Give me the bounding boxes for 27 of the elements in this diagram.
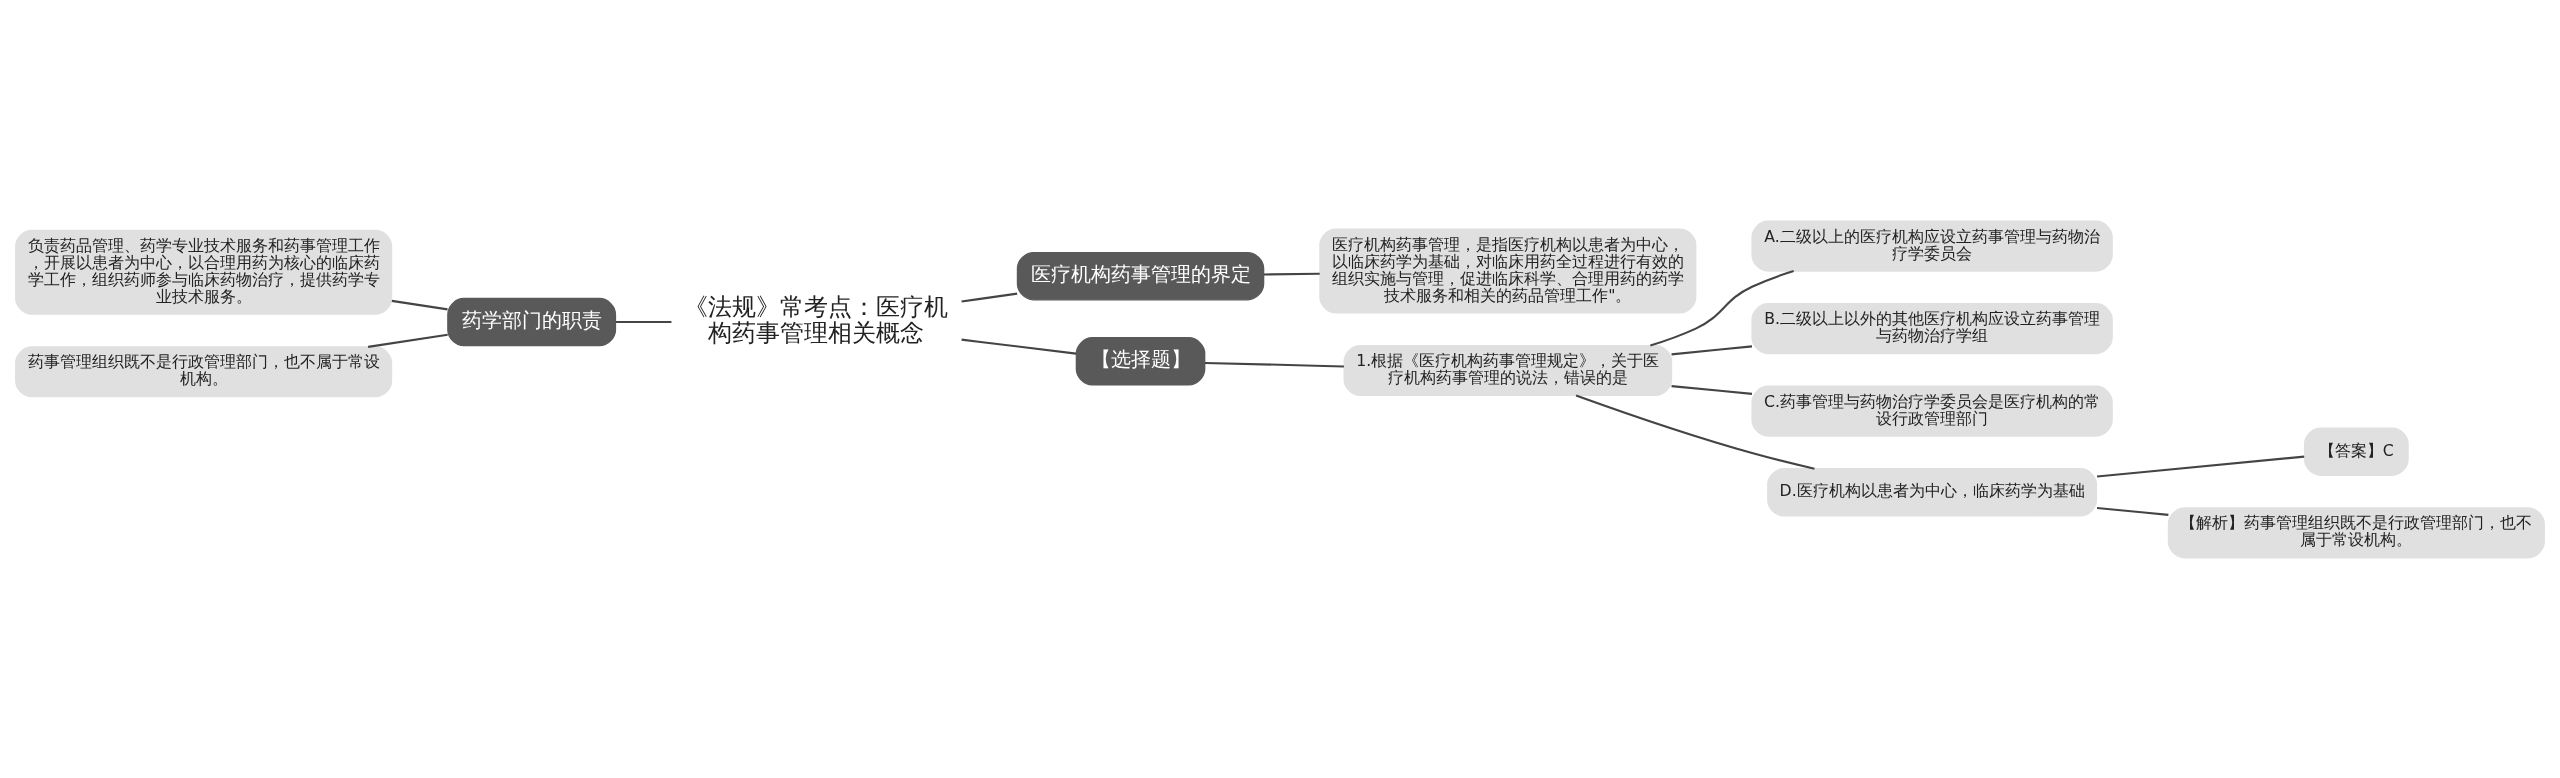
node-text: 《法规》常考点：医疗机构药事管理相关概念 [684, 292, 949, 347]
connector [367, 333, 448, 348]
connector [1671, 344, 1753, 355]
connector [2096, 506, 2169, 516]
connector [615, 320, 672, 323]
node-box: 【选择题】 [1075, 336, 1206, 386]
connector [1671, 384, 1753, 395]
node-box: 药学部门的职责 [447, 297, 617, 346]
connector [1263, 272, 1320, 276]
connector [1204, 361, 1344, 367]
node-box: C.药事管理与药物治疗学委员会是医疗机构的常设行政管理部门 [1751, 385, 2113, 437]
node-box: D.医疗机构以患者为中心，临床药学为基础 [1767, 467, 2098, 516]
node-box: 药事管理组织既不是行政管理部门，也不属于常设机构。 [15, 345, 393, 397]
node-box: 1.根据《医疗机构药事管理规定》，关于医疗机构药事管理的说法，错误的是 [1343, 344, 1673, 396]
connector [961, 292, 1018, 303]
connector [961, 338, 1077, 355]
node-box: 医疗机构药事管理的界定 [1016, 251, 1265, 300]
node-box: 【解析】药事管理组织既不是行政管理部门，也不属于常设机构。 [2167, 506, 2545, 558]
node-box: 【答案】C [2303, 426, 2409, 476]
connector [1650, 269, 1794, 346]
node-box: A.二级以上的医疗机构应设立药事管理与药物治疗学委员会 [1751, 220, 2113, 272]
node-box: 负责药品管理、药学专业技术服务和药事管理工作，开展以患者为中心，以合理用药为核心的临床药学工作，组织药师参与临床药物治疗，提供药学专业技术服务。 [15, 229, 393, 315]
connector [2096, 455, 2305, 478]
connector [391, 299, 448, 310]
node-box: 医疗机构药事管理，是指医疗机构以患者为中心，以临床药学为基础，对临床用药全过程进行有效的组织实施与管理，促进临床科学、合理用药的药学技术服务和相关的药品管理工作"。 [1319, 227, 1697, 314]
node-box: B.二级以上以外的其他医疗机构应设立药事管理与药物治疗学组 [1751, 302, 2113, 354]
connector [1575, 394, 1815, 470]
